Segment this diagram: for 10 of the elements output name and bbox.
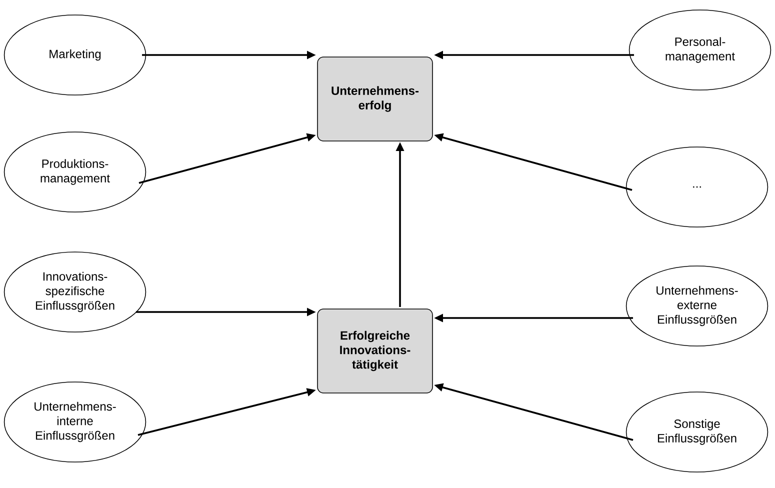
ellipse-node: Marketing (4, 14, 146, 96)
process-box: Unternehmens- erfolg (317, 56, 433, 142)
ellipse-node: Produktions- management (4, 132, 146, 212)
ellipse-node: Unternehmens- externe Einflussgrößen (626, 266, 768, 346)
ellipse-node: Innovations- spezifische Einflussgrößen (4, 252, 146, 332)
process-box: Erfolgreiche Innovations- tätigkeit (317, 308, 433, 394)
ellipse-node: Sonstige Einflussgrößen (626, 392, 768, 472)
ellipse-node: ... (626, 146, 768, 228)
ellipse-node: Personal- management (628, 10, 772, 90)
ellipse-node: Unternehmens- interne Einflussgrößen (4, 382, 146, 462)
